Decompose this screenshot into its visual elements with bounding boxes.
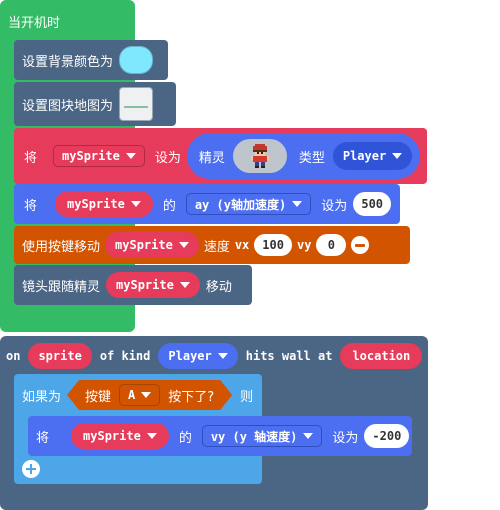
tilemap-thumbnail[interactable] <box>119 87 154 121</box>
property-dropdown[interactable]: vy (y 轴速度) <box>201 425 323 447</box>
chevron-down-icon <box>141 392 151 398</box>
hits-wall-label: hits wall at <box>245 349 333 363</box>
chevron-down-icon <box>303 433 314 439</box>
kind-dropdown[interactable]: Player <box>158 343 238 369</box>
set-vy-block[interactable]: 将 mySprite 的 vy (y 轴速度) 设为 -200 <box>28 416 412 456</box>
button-pressed-reporter[interactable]: 按键 A 按下了? <box>67 380 232 410</box>
chevron-down-icon <box>130 201 141 207</box>
camera-move-label: 移动 <box>205 279 232 295</box>
of-label: 的 <box>178 430 192 446</box>
vx-label: vx <box>234 238 250 252</box>
variable-reporter[interactable]: mySprite <box>105 232 199 258</box>
vy-label: vy <box>296 238 312 252</box>
chevron-down-icon <box>292 201 303 207</box>
kind-name: Player <box>342 149 387 163</box>
variable-name: mySprite <box>116 278 174 292</box>
variable-name: mySprite <box>115 238 173 252</box>
variable-dropdown[interactable]: mySprite <box>53 145 145 167</box>
property-dropdown[interactable]: ay (y轴加速度) <box>185 193 312 215</box>
sprite-image-editor[interactable] <box>232 139 287 173</box>
set-vy-prefix: 将 <box>36 430 50 446</box>
player-sprite-icon <box>250 144 269 168</box>
variable-name: mySprite <box>67 197 125 211</box>
chevron-down-icon <box>392 153 403 159</box>
then-label: 则 <box>240 389 254 405</box>
chevron-down-icon <box>146 433 157 439</box>
set-sprite-block[interactable]: 将 mySprite 设为 精灵 类型 <box>14 128 427 184</box>
vy-value-input[interactable]: -200 <box>364 424 410 448</box>
kind-name: Player <box>168 349 212 363</box>
set-as-label: 设为 <box>154 150 181 166</box>
move-buttons-label: 使用按键移动 <box>22 239 101 255</box>
set-tilemap-block[interactable]: 设置图块地图为 <box>14 82 176 126</box>
camera-label: 镜头跟随精灵 <box>22 279 101 295</box>
hits-wall-header: on sprite of kind Player hits wall at lo… <box>6 342 423 370</box>
variable-name: mySprite <box>62 149 120 163</box>
sprite-label: 精灵 <box>198 150 225 166</box>
vy-input[interactable]: 0 <box>316 234 347 256</box>
color-swatch[interactable] <box>119 46 154 74</box>
variable-reporter[interactable]: mySprite <box>71 423 169 449</box>
of-label: 的 <box>162 198 176 214</box>
to-label: 设为 <box>321 198 348 214</box>
move-with-buttons-block[interactable]: 使用按键移动 mySprite 速度 vx 100 vy 0 <box>14 226 410 264</box>
add-else-icon[interactable] <box>22 460 40 478</box>
button-label: 按键 <box>85 389 112 405</box>
chevron-down-icon <box>179 282 190 288</box>
camera-follow-block[interactable]: 镜头跟随精灵 mySprite 移动 <box>14 265 252 305</box>
variable-reporter[interactable]: mySprite <box>55 191 153 217</box>
variable-name: mySprite <box>83 429 141 443</box>
speed-label: 速度 <box>203 239 230 255</box>
set-bg-label: 设置背景颜色为 <box>22 54 114 70</box>
on-start-label: 当开机时 <box>8 16 61 31</box>
kind-dropdown[interactable]: Player <box>332 142 413 170</box>
of-kind-label: of kind <box>99 349 151 363</box>
button-name: A <box>128 388 136 402</box>
sprite-create-block[interactable]: 精灵 类型 Player <box>186 133 421 179</box>
sprite-param-reporter[interactable]: sprite <box>28 343 92 369</box>
to-label: 设为 <box>332 430 359 446</box>
variable-reporter[interactable]: mySprite <box>106 272 200 298</box>
ay-value-input[interactable]: 500 <box>353 192 392 216</box>
on-label: on <box>6 349 21 363</box>
chevron-down-icon <box>178 242 189 248</box>
chevron-down-icon <box>217 353 228 359</box>
set-ay-block[interactable]: 将 mySprite 的 ay (y轴加速度) 设为 500 <box>14 184 400 224</box>
property-name: vy (y 轴速度) <box>210 429 298 444</box>
set-ay-prefix: 将 <box>24 198 38 214</box>
button-dropdown[interactable]: A <box>119 384 160 406</box>
chevron-down-icon <box>125 153 136 159</box>
set-background-color-block[interactable]: 设置背景颜色为 <box>14 40 168 80</box>
pressed-label: 按下了? <box>168 389 215 405</box>
set-tilemap-label: 设置图块地图为 <box>22 98 114 114</box>
vx-input[interactable]: 100 <box>254 234 292 256</box>
type-label: 类型 <box>298 150 325 166</box>
if-label: 如果为 <box>22 389 62 405</box>
property-name: ay (y轴加速度) <box>194 197 287 212</box>
set-prefix: 将 <box>24 150 38 166</box>
location-param-reporter[interactable]: location <box>340 343 423 369</box>
param-name: location <box>352 349 411 363</box>
if-header: 如果为 按键 A 按下了? 则 <box>22 378 253 412</box>
remove-param-icon[interactable] <box>351 236 370 254</box>
param-name: sprite <box>38 349 82 363</box>
